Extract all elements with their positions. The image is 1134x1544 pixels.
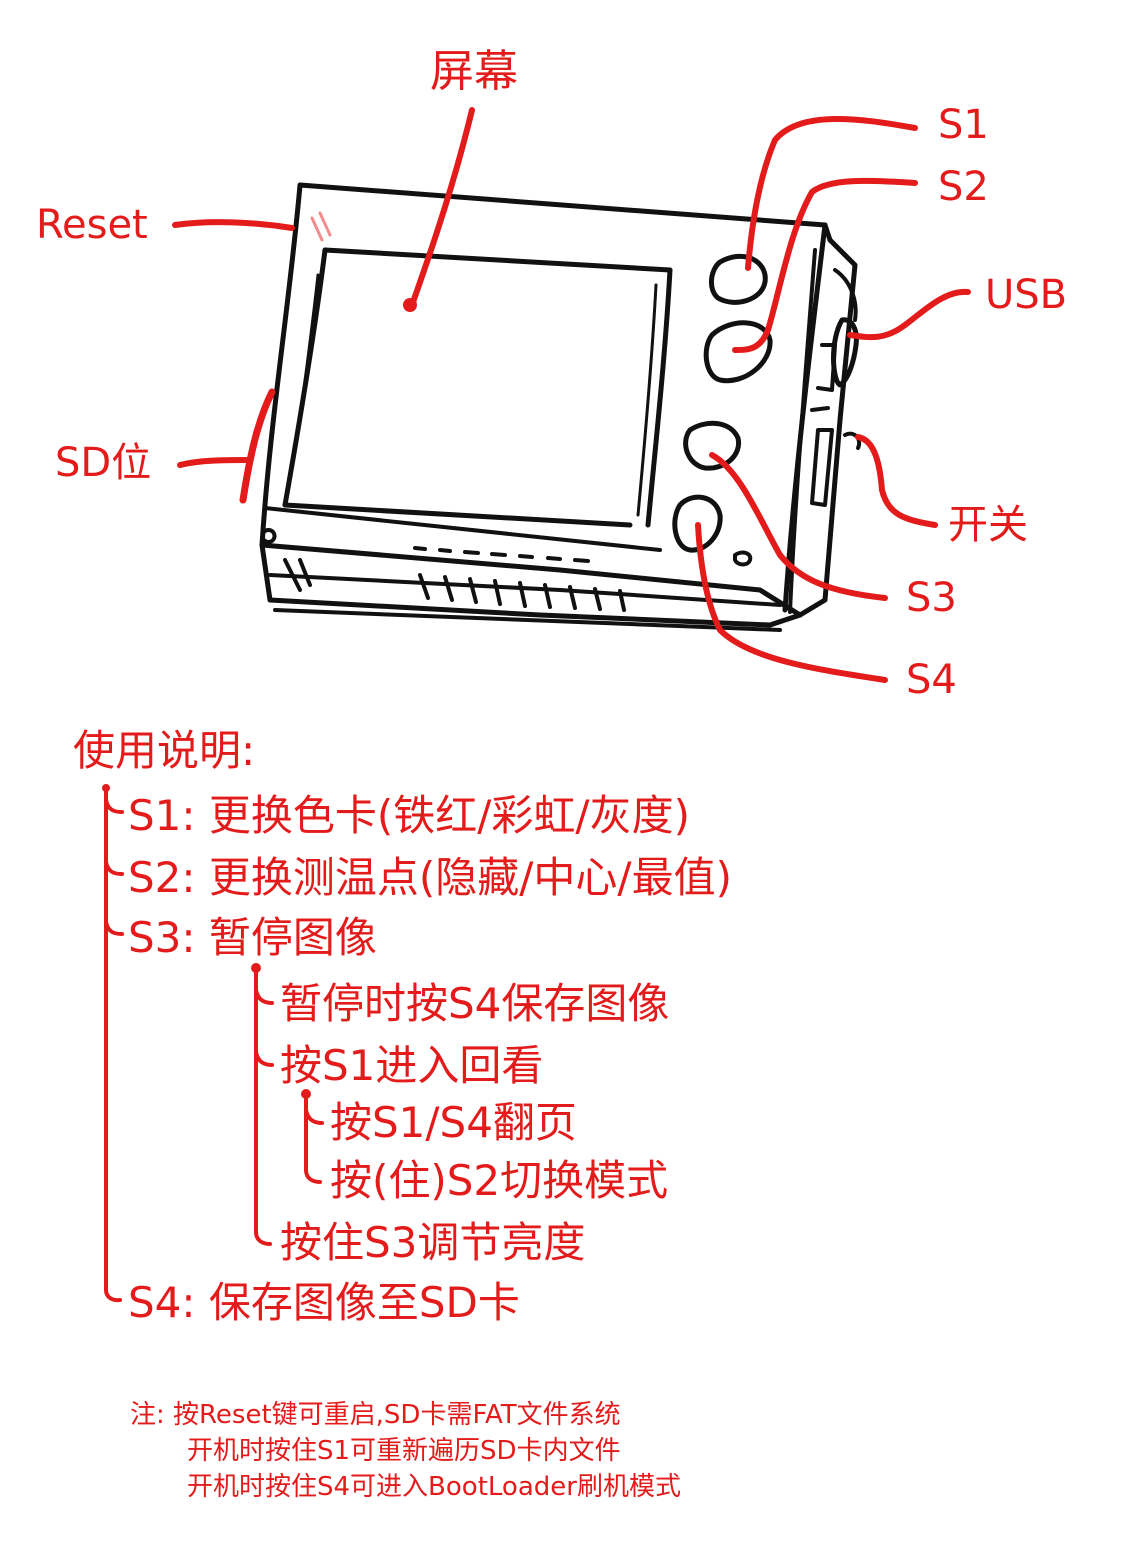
leader-s2 — [732, 177, 918, 353]
button-s1 — [709, 254, 768, 305]
leader-switch — [855, 434, 938, 528]
dot-screen — [403, 298, 417, 312]
note-line: 开机时按住S4可进入BootLoader刷机模式 — [187, 1472, 681, 1502]
switch-slot — [810, 428, 834, 507]
leader-usb — [847, 288, 971, 341]
label-s1: S1 — [938, 102, 989, 148]
instruction-item: S2: 更换测温点(隐藏/中心/最值) — [128, 853, 732, 902]
vent-slots — [283, 546, 626, 612]
button-s3 — [683, 420, 742, 471]
leader-screen — [409, 107, 475, 308]
screen-frame — [263, 247, 673, 552]
leader-sd — [177, 457, 251, 468]
small-dot — [733, 550, 753, 567]
note-line: 注: 按Reset键可重启,SD卡需FAT文件系统 — [130, 1400, 621, 1430]
reset-mark — [310, 211, 332, 242]
button-s2 — [703, 320, 773, 384]
instructions-title: 使用说明: — [73, 726, 256, 775]
leader-s4 — [695, 522, 888, 683]
side-ports — [810, 268, 862, 507]
button-s4 — [672, 494, 723, 553]
instruction-item: S1: 更换色卡(铁红/彩虹/灰度) — [128, 791, 690, 840]
buttons — [672, 254, 773, 567]
leader-reset — [172, 219, 295, 231]
label-s4: S4 — [906, 657, 957, 703]
label-s3: S3 — [906, 575, 957, 621]
note-line: 开机时按住S1可重新遍历SD卡内文件 — [187, 1436, 621, 1466]
instruction-subitem: 暂停时按S4保存图像 — [280, 979, 670, 1028]
instruction-subsubitem: 按S1/S4翻页 — [330, 1098, 577, 1147]
instruction-subitem: 按S1进入回看 — [280, 1041, 544, 1090]
leader-s3 — [709, 452, 888, 601]
label-power-switch: 开关 — [948, 502, 1028, 548]
label-sd-slot: SD位 — [55, 440, 152, 486]
instruction-item: S3: 暂停图像 — [128, 913, 377, 962]
instruction-subsubitem: 按(住)S2切换模式 — [330, 1156, 669, 1205]
instruction-subitem: 按住S3调节亮度 — [280, 1218, 586, 1267]
sd-mark — [239, 388, 276, 504]
tree-brackets — [102, 784, 324, 1303]
label-reset: Reset — [36, 202, 148, 248]
instruction-item: S4: 保存图像至SD卡 — [128, 1278, 520, 1327]
label-s2: S2 — [938, 164, 989, 210]
callout-lines — [172, 107, 971, 683]
leader-s1 — [745, 115, 918, 271]
label-screen: 屏幕 — [430, 46, 518, 97]
device-body — [259, 182, 858, 632]
label-usb: USB — [985, 272, 1068, 318]
